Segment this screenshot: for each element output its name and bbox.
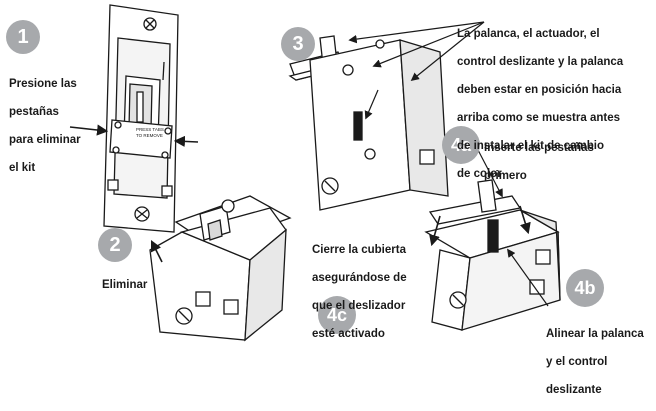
caption-step-1: Presione las pestañas para eliminar el k… xyxy=(9,63,81,189)
callout-arrow-slider xyxy=(410,21,485,82)
caption-line: que el deslizador xyxy=(312,300,406,312)
step-badge-1: 1 xyxy=(6,20,40,54)
callout-arrow-slider-lever xyxy=(364,89,379,120)
kit-label-line2: TO REMOVE xyxy=(136,133,163,138)
installation-diagram: PRESS TABS TO REMOVE xyxy=(6,4,644,396)
callout-arrow-align xyxy=(507,248,549,307)
insert-arrow-left xyxy=(429,215,441,247)
callout-arrow-lever xyxy=(348,21,485,44)
caption-line: Inserte las pestañas xyxy=(484,142,594,154)
step-badge-2: 2 xyxy=(98,228,132,262)
caption-line: Cierre la cubierta xyxy=(312,244,406,256)
switch-install-view xyxy=(424,179,561,331)
caption-line: de color xyxy=(457,168,502,180)
caption-line: pestañas xyxy=(9,106,59,118)
caption-line: Presione las xyxy=(9,78,77,90)
switch-lever-view xyxy=(288,35,449,211)
callout-arrow-actuator xyxy=(372,21,485,68)
caption-line: el kit xyxy=(9,162,36,174)
kit-label-line1: PRESS TABS xyxy=(136,127,164,132)
caption-line: primero xyxy=(484,170,527,182)
caption-step-4c: Cierre la cubierta asegurándose de que e… xyxy=(312,229,407,355)
insert-arrow-right xyxy=(519,205,531,235)
caption-step-3: La palanca, el actuador, el control desl… xyxy=(457,13,623,195)
step-badge-4c: 4c xyxy=(318,296,356,334)
switch-front-view xyxy=(103,4,179,233)
step-badge-4a: 4a xyxy=(442,126,480,164)
callout-arrow-tabs xyxy=(477,149,503,198)
caption-line: arriba como se muestra antes xyxy=(457,112,620,124)
press-arrow-left xyxy=(69,124,109,136)
step-badge-3: 3 xyxy=(281,27,315,61)
caption-step-4a: Inserte las pestañas primero xyxy=(484,127,594,197)
caption-line: Eliminar xyxy=(102,279,148,291)
caption-line: Alinear la palanca xyxy=(546,328,644,340)
caption-line: asegurándose de xyxy=(312,272,407,284)
caption-line: para eliminar xyxy=(9,134,81,146)
press-arrow-right xyxy=(173,135,199,148)
caption-line: deben estar en posición hacia xyxy=(457,84,622,96)
caption-line: La palanca, el actuador, el xyxy=(457,28,600,40)
caption-line: control deslizante y la palanca xyxy=(457,56,624,68)
diagram-drawings: PRESS TABS TO REMOVE xyxy=(69,4,561,342)
caption-line: de instalar el kit de cambio xyxy=(457,140,604,152)
caption-line: deslizante xyxy=(546,384,602,396)
caption-step-4b: Alinear la palanca y el control deslizan… xyxy=(546,313,644,411)
step-badge-4b: 4b xyxy=(566,269,604,307)
remove-arrow xyxy=(150,239,163,263)
caption-step-2: Eliminar xyxy=(102,264,147,306)
switch-remove-view xyxy=(149,195,292,342)
caption-line: esté activado xyxy=(312,328,385,340)
caption-line: y el control xyxy=(546,356,608,368)
